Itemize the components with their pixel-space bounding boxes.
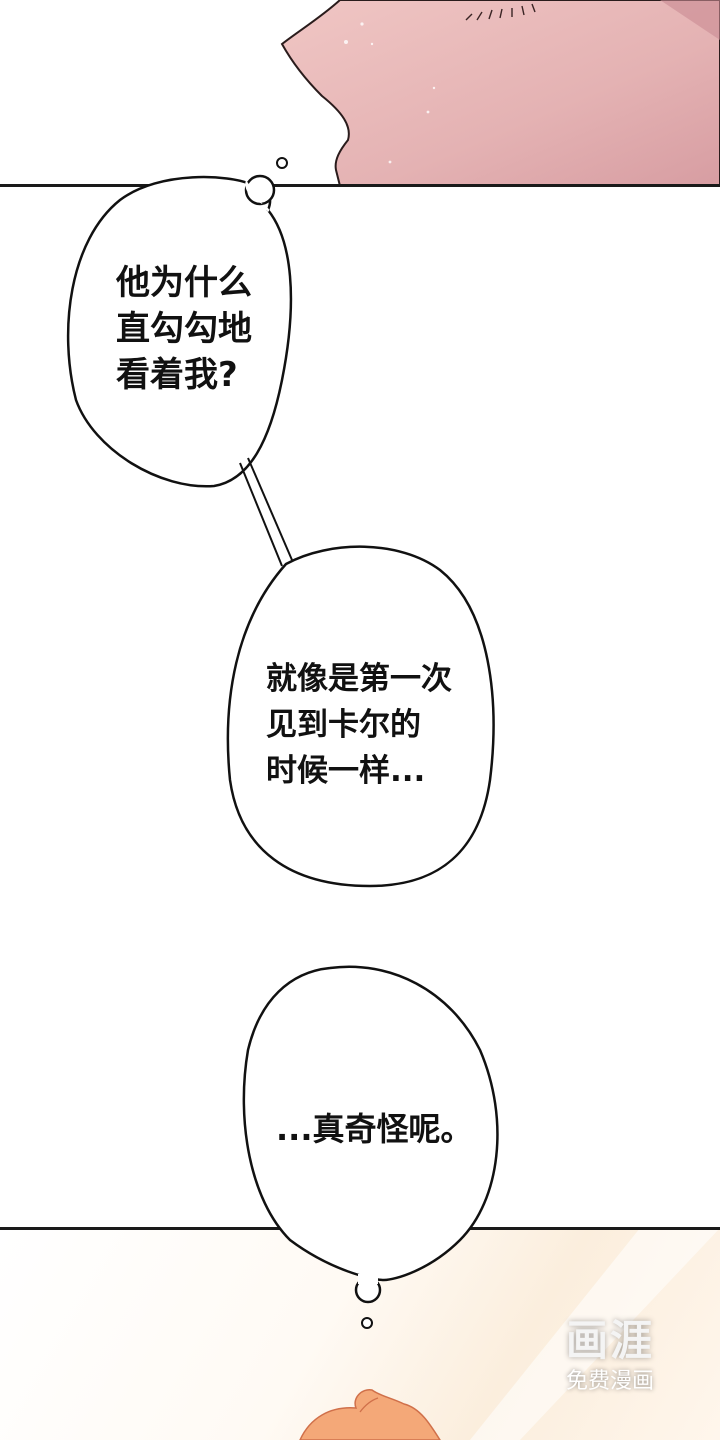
thought-text-3: ...真奇怪呢。	[276, 1110, 473, 1148]
thought-bubble-2	[226, 545, 495, 888]
panel-border-top	[0, 184, 720, 187]
character-hair-illustration	[299, 1228, 720, 1440]
thought-dot	[276, 157, 288, 169]
thought-bubble-3	[242, 965, 499, 1329]
watermark-subtitle: 免费漫画	[566, 1369, 655, 1394]
thought-bubble-1	[66, 174, 293, 567]
comic-panel-top	[0, 0, 720, 186]
eyelashes	[465, 3, 536, 21]
skin-closeup-illustration	[276, 0, 720, 186]
thought-text-1: 他为什么 直勾勾地 看着我?	[116, 263, 252, 395]
watermark: 画涯 免费漫画	[566, 1318, 690, 1396]
watermark-logo: 画涯	[566, 1316, 655, 1365]
thought-text-2: 就像是第一次 见到卡尔的 时候一样...	[266, 661, 452, 789]
